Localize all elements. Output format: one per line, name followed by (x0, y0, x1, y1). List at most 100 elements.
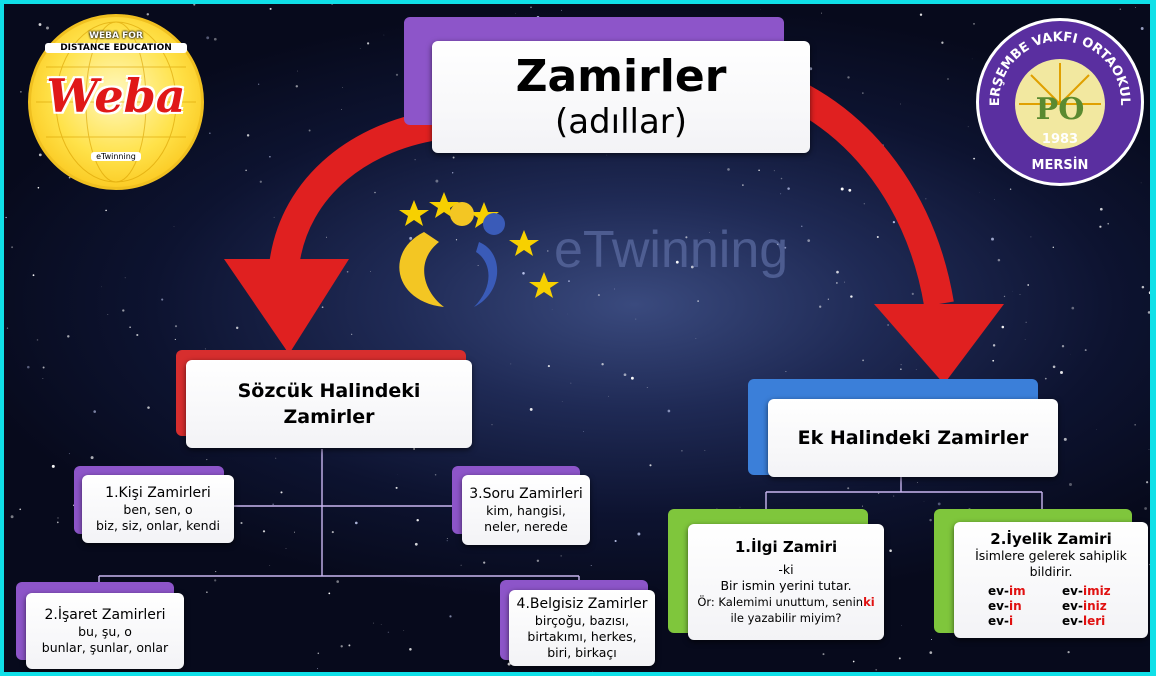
star (46, 26, 49, 30)
star (568, 280, 570, 282)
star (820, 12, 823, 14)
star (681, 449, 683, 452)
svg-text:PO: PO (1036, 92, 1085, 127)
star (449, 615, 452, 618)
star (1003, 295, 1006, 298)
node-iyelik-l1: İsimlere gelerek sahiplik (975, 548, 1127, 563)
star (614, 288, 615, 290)
star (367, 42, 370, 45)
star (819, 305, 822, 308)
node-kisi-l1: ben, sen, o (123, 501, 193, 517)
iyelik-suffix: i (1008, 614, 1014, 628)
star (807, 239, 811, 242)
star (272, 503, 274, 505)
star (373, 622, 375, 624)
star (1148, 449, 1150, 450)
star (5, 216, 7, 219)
star (685, 236, 688, 239)
star (293, 531, 296, 533)
node-kisi-l2: biz, siz, onlar, kendi (95, 517, 220, 533)
star (1096, 429, 1097, 430)
star (1147, 311, 1150, 314)
star (1060, 371, 1063, 374)
star (346, 270, 349, 273)
star (1148, 291, 1150, 295)
star (42, 366, 45, 369)
star (129, 326, 131, 328)
star (1044, 377, 1047, 380)
star (547, 365, 550, 368)
star (608, 395, 609, 397)
star (214, 579, 217, 582)
star (887, 324, 889, 326)
iyelik-root: ev- (1062, 584, 1083, 598)
school-logo: PERŞEMBE VAKFI ORTAOKULU PO 1983 MERSİN (976, 18, 1144, 186)
star (1099, 207, 1103, 211)
star (1030, 236, 1032, 238)
star (739, 506, 741, 508)
star (1140, 182, 1142, 184)
iyelik-root: ev- (988, 599, 1009, 613)
star (416, 518, 419, 522)
star (413, 447, 416, 450)
star (206, 591, 208, 593)
star (1099, 225, 1102, 228)
star (992, 344, 996, 347)
weba-logo-brand: Weba (46, 69, 186, 123)
star (889, 549, 892, 552)
star (667, 409, 671, 413)
star (727, 168, 730, 171)
node-soru-l1: kim, hangisi, (486, 502, 566, 518)
star (240, 521, 243, 525)
star (193, 4, 196, 6)
star (215, 571, 217, 573)
star (297, 70, 298, 72)
node-ilgi-head: 1.İlgi Zamiri (734, 537, 838, 556)
star (900, 103, 902, 105)
star (863, 203, 865, 205)
star (967, 126, 969, 128)
star (348, 644, 351, 647)
star (452, 156, 455, 159)
star (269, 156, 271, 158)
star (280, 491, 283, 494)
star (900, 364, 902, 366)
star (836, 270, 839, 274)
star (709, 232, 710, 233)
star (1144, 507, 1147, 510)
title-main: Zamirler (515, 51, 727, 102)
star (1052, 246, 1054, 248)
star (136, 333, 139, 337)
star (414, 542, 418, 546)
star (941, 41, 944, 44)
star (395, 73, 399, 76)
title-sub: (adıllar) (554, 102, 688, 142)
star (1119, 8, 1122, 10)
star (90, 456, 94, 460)
star (374, 191, 376, 194)
star (321, 306, 324, 309)
star (929, 518, 932, 522)
node-belgisiz-l3: biri, birkaçı (547, 644, 617, 660)
star (991, 237, 994, 241)
node-isaret-l1: bu, şu, o (78, 623, 132, 639)
star (435, 179, 439, 183)
star (1134, 424, 1136, 426)
star (107, 314, 109, 315)
iyelik-suffix: in (1008, 599, 1022, 613)
star (773, 170, 775, 172)
star (341, 109, 342, 110)
school-logo-year: 1983 (1042, 132, 1078, 147)
star (1135, 7, 1137, 8)
star (847, 76, 850, 79)
star (147, 406, 150, 409)
star (1141, 285, 1145, 289)
etwinning-figure-icon (399, 192, 559, 307)
star (308, 129, 311, 132)
star (649, 464, 652, 467)
node-iyelik-head: 2.İyelik Zamiri (990, 530, 1112, 548)
star (623, 373, 627, 377)
